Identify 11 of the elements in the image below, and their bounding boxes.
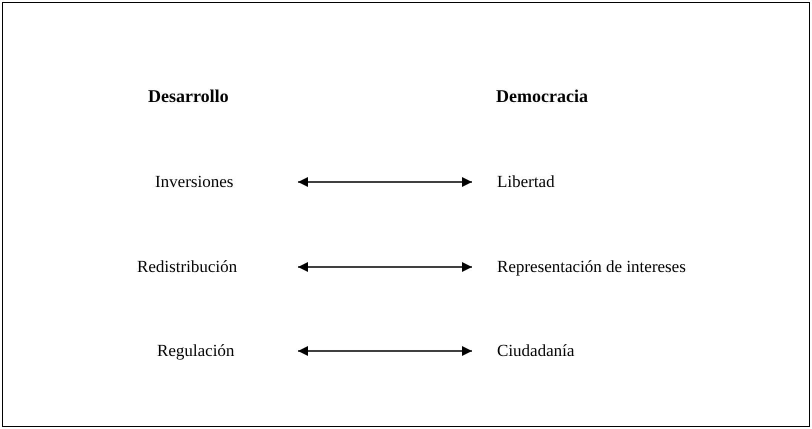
concept-text: Regulación: [157, 340, 298, 362]
concept-text: Redistribución: [137, 256, 298, 278]
concept-text: Inversiones: [155, 171, 298, 193]
double-arrow: [298, 346, 472, 356]
column-heading: Desarrollo: [148, 86, 229, 107]
double-arrow: [298, 262, 472, 272]
concept-text: Libertad: [472, 171, 772, 193]
double-arrow: [298, 177, 472, 187]
column-heading: Democracia: [496, 86, 588, 107]
concept-text: Representación de intereses: [472, 256, 772, 278]
concept-text: Ciudadanía: [472, 340, 772, 362]
